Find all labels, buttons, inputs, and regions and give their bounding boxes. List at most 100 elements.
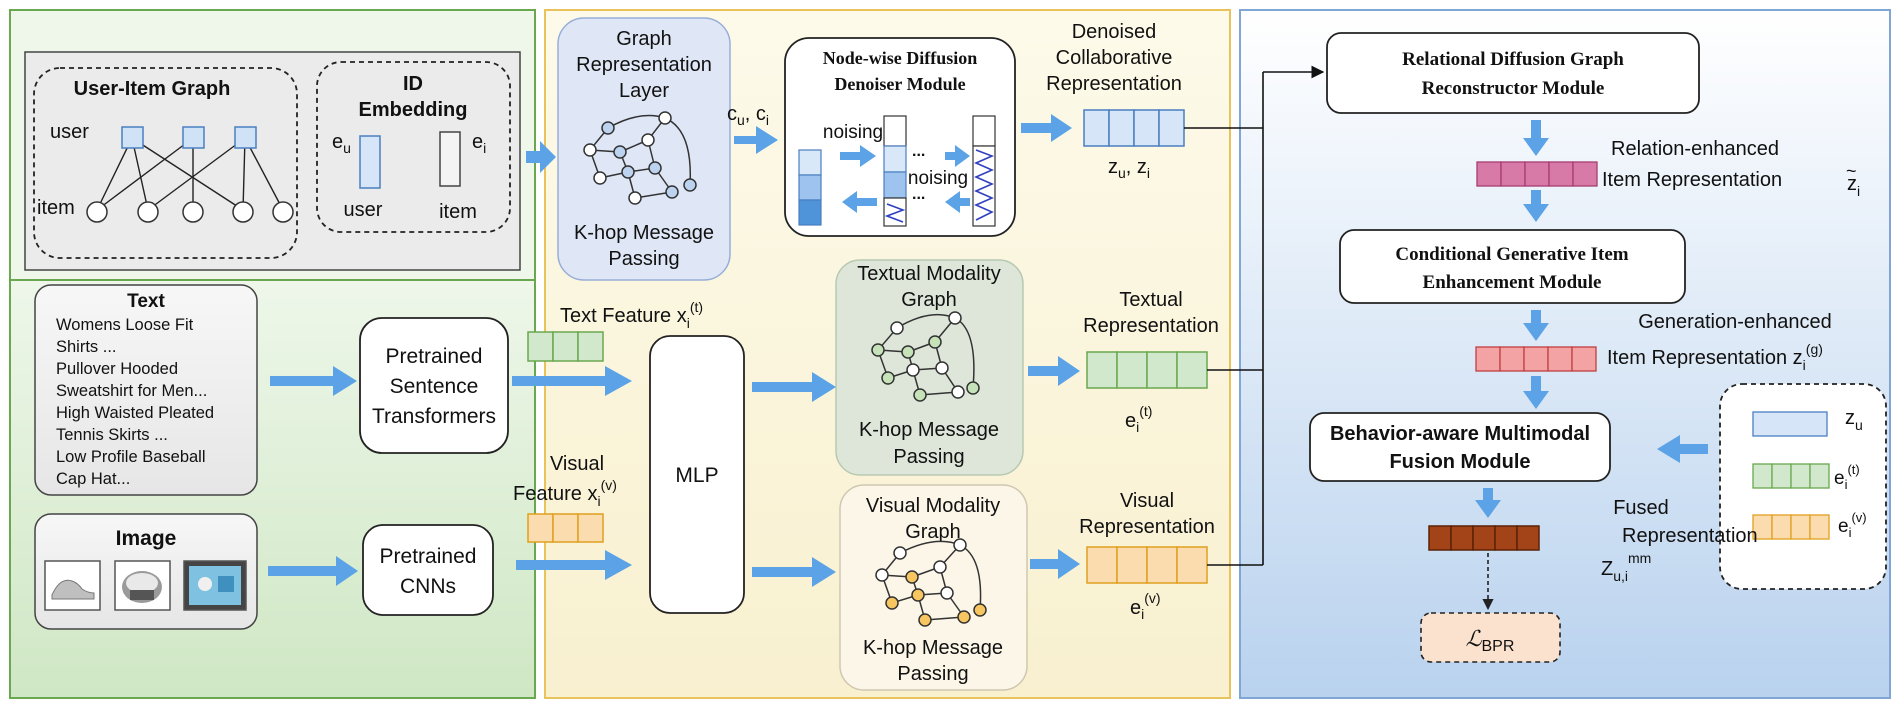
arrow-generation-to-fusion xyxy=(1523,376,1549,409)
fused-label-1: Fused xyxy=(1613,497,1669,519)
visual-graph-msg-1: K-hop Message xyxy=(863,637,1003,659)
id-embedding-box xyxy=(316,61,511,233)
arrow-st-to-mlp xyxy=(512,366,632,396)
cnns-label-1: Pretrained xyxy=(380,545,477,568)
arrow-visual-graph-to-rep xyxy=(1030,549,1080,579)
reconstructor-title-2: Reconstructor Module xyxy=(1422,78,1605,99)
arrow-input-to-graph xyxy=(526,141,556,173)
generative-title-2: Enhancement Module xyxy=(1423,272,1602,293)
svg-text:Cap Hat...: Cap Hat... xyxy=(56,470,130,488)
denoiser-title-1: Node-wise Diffusion xyxy=(823,48,978,68)
ei-symbol: ei xyxy=(472,131,486,156)
cu-ci-label: cu, ci xyxy=(727,103,769,128)
fused-z-label: Zu,imm xyxy=(1601,550,1651,584)
graph-rep-line-3: Layer xyxy=(619,80,669,102)
denoised-vector xyxy=(1083,109,1185,147)
svg-text:High Waisted Pleated: High Waisted Pleated xyxy=(56,404,214,422)
user-embedding-vector xyxy=(359,135,381,189)
denoiser-title-2: Denoiser Module xyxy=(834,74,965,94)
textual-rep-title-1: Textual xyxy=(1119,289,1182,311)
generation-enhanced-label-1: Generation-enhanced xyxy=(1638,311,1831,333)
image-title: Image xyxy=(116,527,177,550)
visual-rep-vector xyxy=(1086,546,1208,584)
svg-text:Womens Loose Fit: Womens Loose Fit xyxy=(56,316,194,334)
arrow-text-to-st xyxy=(270,366,357,396)
bpr-loss-box xyxy=(1420,612,1561,663)
user-item-graph-title: User-Item Graph xyxy=(74,78,231,100)
fused-label-2: Representation xyxy=(1622,525,1758,547)
svg-text:Low Profile Baseball: Low Profile Baseball xyxy=(56,448,206,466)
svg-text:Shirts ...: Shirts ... xyxy=(56,338,117,356)
sentence-transformers-label-1: Pretrained xyxy=(386,345,483,368)
graph-rep-msg-1: K-hop Message xyxy=(574,222,714,244)
textual-graph-icon xyxy=(871,311,980,402)
dots-top: ... xyxy=(912,143,925,160)
shoe-thumbnail xyxy=(44,560,101,611)
blue-flow-arrows xyxy=(268,114,1708,587)
mlp-label: MLP xyxy=(675,464,718,487)
visual-rep-title-2: Representation xyxy=(1079,516,1215,538)
bpr-loss-label: ℒBPR xyxy=(1466,627,1515,655)
visual-graph-icon xyxy=(875,538,987,627)
graph-rep-line-2: Representation xyxy=(576,54,712,76)
visual-graph-title-2: Graph xyxy=(905,521,961,543)
arrow-textual-graph-to-rep xyxy=(1028,356,1080,386)
helmet-thumbnail xyxy=(114,560,171,611)
relation-enhanced-label-2: Item Representation xyxy=(1602,169,1782,191)
item-embedding-vector xyxy=(439,131,461,187)
textual-rep-vector xyxy=(1086,351,1208,389)
visual-rep-title-1: Visual xyxy=(1120,490,1174,512)
user-nodes xyxy=(121,126,257,149)
generation-enhanced-vector xyxy=(1475,346,1597,372)
textual-graph-title-2: Graph xyxy=(901,289,957,311)
relation-enhanced-vector xyxy=(1476,161,1598,187)
reconstructor-title-1: Relational Diffusion Graph xyxy=(1402,49,1624,70)
fusion-title-2: Fusion Module xyxy=(1389,451,1530,473)
text-title: Text xyxy=(127,291,165,312)
arrow-graph-to-denoiser xyxy=(734,126,778,154)
text-box xyxy=(34,284,258,496)
eu-symbol: eu xyxy=(332,131,351,156)
graph-representation-layer-box xyxy=(557,17,731,281)
arrow-image-to-cnn xyxy=(268,556,358,586)
user-label: user xyxy=(50,121,89,143)
denoised-title-1: Denoised xyxy=(1072,21,1157,43)
arrow-generative-to-generation xyxy=(1523,310,1549,341)
textual-graph-msg-2: Passing xyxy=(893,446,964,468)
visual-graph-title-1: Visual Modality xyxy=(866,495,1000,517)
ei-v-label: ei(v) xyxy=(1130,590,1161,622)
graph-rep-msg-2: Passing xyxy=(608,248,679,270)
text-feature-vector xyxy=(527,331,604,362)
noising-bottom-label: noising xyxy=(908,168,968,189)
user-item-graph-box xyxy=(33,67,298,259)
partially-noised-vector xyxy=(883,115,907,227)
textual-rep-title-2: Representation xyxy=(1083,315,1219,337)
cnns-label-2: CNNs xyxy=(400,575,456,598)
sentence-transformers-label-3: Transformers xyxy=(372,405,496,428)
arrow-relation-to-generative xyxy=(1523,190,1549,222)
arrow-cnn-to-mlp xyxy=(516,550,632,580)
visual-feature-label-1: Visual xyxy=(550,453,604,475)
mlp-box xyxy=(649,335,745,614)
zu-zi-label: zu, zi xyxy=(1108,156,1150,181)
svg-text:Sweatshirt for Men...: Sweatshirt for Men... xyxy=(56,382,207,400)
id-embedding-title-2: Embedding xyxy=(359,99,468,121)
generation-enhanced-label-2: Item Representation zi(g) xyxy=(1607,341,1823,373)
svg-text:Pullover Hooded: Pullover Hooded xyxy=(56,360,178,378)
generative-module-box xyxy=(1339,229,1686,304)
visual-modality-graph-box xyxy=(839,484,1028,691)
item-label: item xyxy=(37,197,75,219)
denoised-title-3: Representation xyxy=(1046,73,1182,95)
reconstructor-module-box xyxy=(1326,32,1700,114)
visual-feature-label-2: Feature xi(v) xyxy=(513,477,617,509)
text-lines: Womens Loose Fit Shirts ... Pullover Hoo… xyxy=(56,316,214,488)
text-feature-label: Text Feature xi(t) xyxy=(560,299,703,331)
cnns-box xyxy=(362,524,494,616)
legend-ev-label: ei(v) xyxy=(1838,510,1867,540)
arrow-mlp-to-visual-graph xyxy=(752,557,836,587)
noising-top-label: noising xyxy=(823,122,883,143)
fusion-module-box xyxy=(1309,412,1611,482)
arrow-mlp-to-textual-graph xyxy=(752,372,836,402)
arrow-fusion-to-fused xyxy=(1475,488,1501,518)
